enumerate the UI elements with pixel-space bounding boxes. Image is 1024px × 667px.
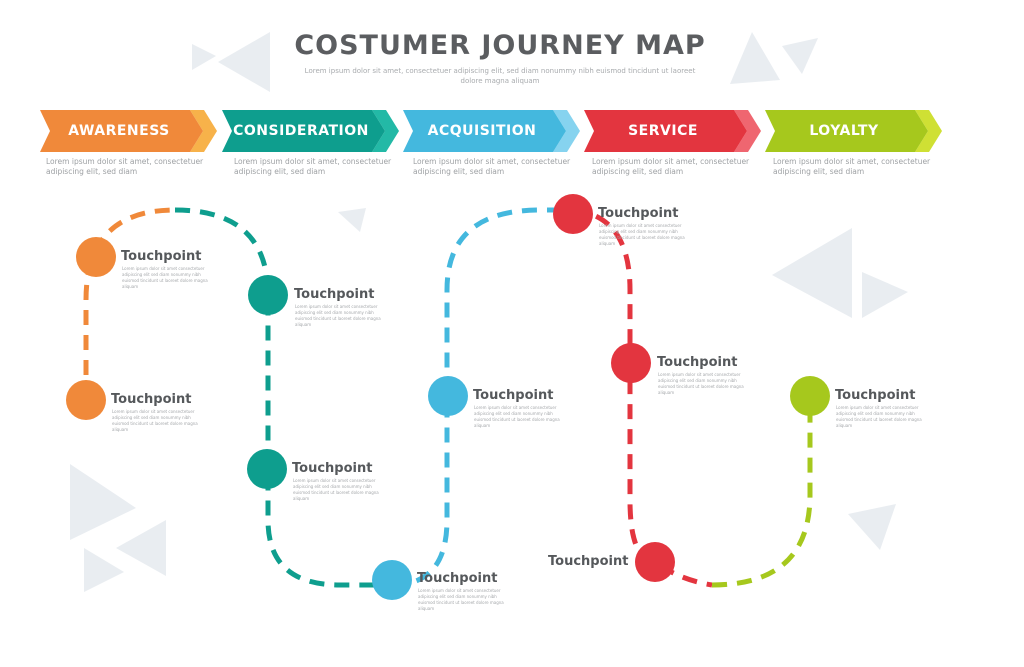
page-title: COSTUMER JOURNEY MAP xyxy=(294,30,706,61)
touchpoint-label: Touchpoint xyxy=(111,392,192,407)
decor-triangle xyxy=(192,44,216,70)
path-loyalty xyxy=(711,395,813,588)
touchpoint-label: Touchpoint xyxy=(417,571,498,586)
touchpoint-label: Touchpoint xyxy=(835,388,916,403)
touchpoint-label: Touchpoint xyxy=(548,554,629,569)
touchpoint-node-awareness-2[interactable] xyxy=(66,380,106,420)
decor-triangle xyxy=(116,520,166,576)
path-service xyxy=(571,207,713,588)
stage-acquisition[interactable]: ACQUISITION xyxy=(403,110,581,152)
touchpoint-node-loyalty-1[interactable] xyxy=(790,376,830,416)
stage-awareness[interactable]: AWARENESS xyxy=(40,110,218,152)
path-acquisition xyxy=(391,207,572,588)
stage-arrow-shape xyxy=(765,110,942,152)
stage-description-acquisition: Lorem ipsum dolor sit amet, consectetuer… xyxy=(413,157,571,176)
decor-triangle xyxy=(862,272,908,318)
touchpoint-description: Lorem ipsum dolor sit amet consectetuer … xyxy=(112,409,198,432)
stage-arrow-shape xyxy=(222,110,399,152)
stage-service[interactable]: SERVICE xyxy=(584,110,762,152)
stage-description-loyalty: Lorem ipsum dolor sit amet, consectetuer… xyxy=(773,157,931,176)
decor-triangle xyxy=(772,228,852,318)
touchpoint-description: Lorem ipsum dolor sit amet consectetuer … xyxy=(474,405,560,428)
touchpoint-node-consideration-2[interactable] xyxy=(247,449,287,489)
touchpoint-node-acquisition-1[interactable] xyxy=(372,560,412,600)
decor-triangle xyxy=(84,548,124,592)
decor-triangle xyxy=(70,464,136,540)
stage-label: LOYALTY xyxy=(809,123,879,139)
touchpoint-node-service-3[interactable] xyxy=(635,542,675,582)
touchpoint-node-service-1[interactable] xyxy=(553,194,593,234)
touchpoint-label: Touchpoint xyxy=(598,206,679,221)
stage-arrow-shape xyxy=(403,110,580,152)
decor-triangle xyxy=(730,32,780,84)
background-triangles xyxy=(70,32,908,592)
decor-triangle xyxy=(338,208,366,232)
path-consideration xyxy=(174,207,392,588)
touchpoint-label: Touchpoint xyxy=(292,461,373,476)
touchpoint-description: Lorem ipsum dolor sit amet consectetuer … xyxy=(418,588,504,611)
path-awareness xyxy=(83,207,176,400)
touchpoint-description: Lorem ipsum dolor sit amet consectetuer … xyxy=(836,405,922,428)
stage-arrow-shape xyxy=(584,110,761,152)
stage-label: ACQUISITION xyxy=(427,123,537,139)
decor-triangle xyxy=(782,38,818,74)
stage-description-awareness: Lorem ipsum dolor sit amet, consectetuer… xyxy=(46,157,204,176)
touchpoint-label: Touchpoint xyxy=(473,388,554,403)
stage-label: SERVICE xyxy=(628,123,698,139)
touchpoint-node-acquisition-2[interactable] xyxy=(428,376,468,416)
stage-description-service: Lorem ipsum dolor sit amet, consectetuer… xyxy=(592,157,750,176)
touchpoint-label: Touchpoint xyxy=(121,249,202,264)
touchpoint-label: Touchpoint xyxy=(657,355,738,370)
stage-label: AWARENESS xyxy=(68,123,170,139)
touchpoint-description: Lorem ipsum dolor sit amet consectetuer … xyxy=(295,304,381,327)
touchpoint-node-service-2[interactable] xyxy=(611,343,651,383)
touchpoint-description: Lorem ipsum dolor sit amet consectetuer … xyxy=(293,478,379,501)
touchpoint-description: Lorem ipsum dolor sit amet consectetuer … xyxy=(658,372,744,395)
decor-triangle xyxy=(848,504,896,550)
touchpoint-description: Lorem ipsum dolor sit amet consectetuer … xyxy=(122,266,208,289)
decor-triangle xyxy=(218,32,270,92)
stage-loyalty[interactable]: LOYALTY xyxy=(765,110,943,152)
stage-consideration[interactable]: CONSIDERATION xyxy=(222,110,400,152)
touchpoint-description: Lorem ipsum dolor sit amet consectetuer … xyxy=(599,223,685,246)
page-subtitle: Lorem ipsum dolor sit amet, consectetuer… xyxy=(304,67,696,85)
touchpoint-label: Touchpoint xyxy=(294,287,375,302)
stage-label: CONSIDERATION xyxy=(233,123,369,139)
stage-arrow-shape xyxy=(40,110,217,152)
touchpoint-node-consideration-1[interactable] xyxy=(248,275,288,315)
touchpoint-node-awareness-1[interactable] xyxy=(76,237,116,277)
stage-description-consideration: Lorem ipsum dolor sit amet, consectetuer… xyxy=(234,157,392,176)
